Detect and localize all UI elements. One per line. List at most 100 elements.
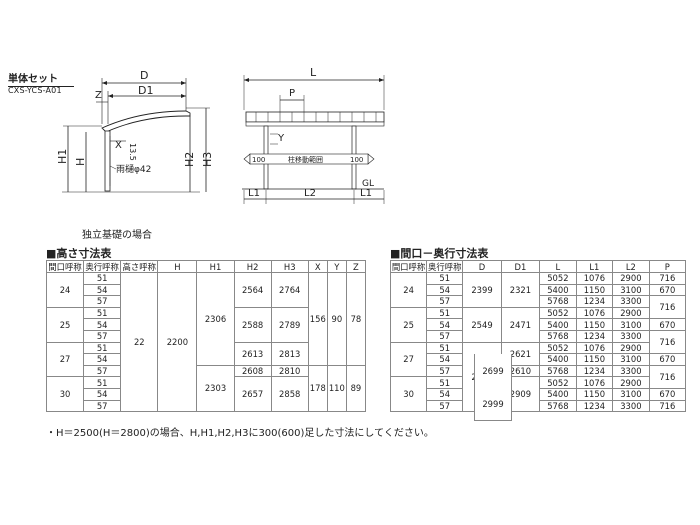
th-height-code: 高さ呼称 (120, 260, 159, 273)
cell-H2: 2564 (233, 272, 272, 308)
cell-L: 5400 (539, 318, 577, 331)
table-header: 間口呼称 奥行呼称 高さ呼称 H H1 H2 H3 X Y Z (45, 260, 367, 273)
cell-H2: 2608 (233, 364, 272, 378)
cell-L1: 1234 (575, 295, 614, 308)
cell-P: 670 (648, 353, 687, 366)
cell-L: 5400 (539, 283, 577, 297)
cell-L2: 2900 (612, 341, 650, 355)
th-frontage: 間口呼称 (389, 260, 428, 273)
cell-P: 716 (648, 329, 687, 355)
cell-L: 5768 (539, 399, 577, 413)
cell-L1: 1150 (575, 387, 614, 401)
cell-depth: 57 (83, 364, 122, 378)
cell-L2: 3100 (612, 283, 650, 297)
cell-L2: 2900 (612, 376, 650, 389)
table-row: 25 51 2549 2471 5052 1076 2900 (389, 306, 686, 343)
cell-L: 5768 (539, 329, 577, 343)
cell-L: 5052 (539, 306, 577, 320)
cell-P: 670 (648, 283, 687, 297)
cell-depth: 51 (426, 306, 464, 320)
cell-P: 716 (648, 399, 687, 413)
cell-frontage: 27 (389, 341, 428, 378)
cell-L1: 1234 (575, 364, 614, 378)
cell-depth: 51 (83, 272, 122, 285)
cell-D: 2399 (462, 272, 502, 308)
cell-P: 716 (648, 295, 687, 320)
cell-P: 716 (648, 272, 687, 285)
cell-P: 670 (648, 318, 687, 331)
th-P: P (648, 260, 687, 273)
cell-frontage: 25 (45, 306, 85, 343)
table-row: 30 51 2657 2858 (45, 376, 366, 413)
cell-D: 2549 (462, 306, 502, 343)
cell-D-27: 2699 (474, 354, 512, 388)
table-row: 54 5400 1150 3100 670 (391, 353, 687, 366)
cell-frontage: 24 (389, 272, 428, 308)
cell-H3: 2810 (270, 364, 309, 378)
th-H1: H1 (196, 260, 235, 273)
cell-height-code: 22 (120, 271, 159, 413)
table-row: 24 51 22 2200 2306 2564 2764 156 90 78 (45, 271, 367, 413)
cell-L1: 1150 (575, 283, 614, 297)
label-L1-left: L1 (248, 188, 260, 199)
cell-Z: 89 (345, 364, 367, 413)
range-right: 100 (350, 156, 363, 164)
cell-H3: 2813 (270, 341, 309, 366)
cell-depth: 54 (83, 318, 122, 331)
table-row: 54 5400 1150 3100 670 (391, 387, 687, 401)
height-table: 間口呼称 奥行呼称 高さ呼称 H H1 H2 H3 X Y Z 24 51 22… (45, 260, 367, 413)
cell-frontage: 27 (45, 341, 85, 378)
table-row: 57 5768 1234 3300 716 (391, 329, 687, 355)
label-H2: H2 (183, 152, 196, 167)
cell-frontage: 30 (45, 376, 85, 413)
range-center: 柱移動範囲 (288, 155, 323, 164)
cell-L: 5400 (539, 387, 577, 401)
th-H: H (157, 260, 198, 273)
cell-depth: 57 (83, 399, 122, 413)
cell-depth: 57 (426, 295, 464, 308)
th-D1: D1 (500, 260, 541, 273)
size-table-title: ■間口－奥行寸法表 (390, 247, 489, 260)
cell-Y: 110 (326, 364, 347, 413)
cell-frontage: 30 (389, 376, 428, 413)
th-depth: 奥行呼称 (426, 260, 464, 273)
cell-H2: 2657 (233, 376, 272, 413)
label-GL: GL (362, 179, 374, 189)
range-left: 100 (252, 156, 265, 164)
th-H2: H2 (233, 260, 272, 273)
table-row: 25 51 2588 2789 (45, 306, 366, 343)
cell-D1: 2321 (500, 272, 541, 308)
cell-H1: 2306 (196, 272, 235, 366)
label-L1-right: L1 (360, 188, 372, 199)
cell-L2: 3300 (612, 329, 650, 343)
cell-depth: 57 (83, 329, 122, 343)
front-view-diagram: L P Y 100 柱移動範囲 100 GL L1 L2 L1 (242, 66, 385, 204)
cell-depth: 51 (83, 341, 122, 355)
cell-L: 5768 (539, 295, 577, 308)
cell-L2: 2900 (612, 306, 650, 320)
cell-L2: 2900 (612, 272, 650, 285)
cell-L1: 1150 (575, 353, 614, 366)
cell-H2: 2613 (233, 341, 272, 366)
cell-L: 5052 (539, 376, 577, 389)
cell-L1: 1076 (575, 376, 614, 389)
cell-L1: 1076 (575, 272, 614, 285)
cell-L2: 3100 (612, 387, 650, 401)
table-row: 24 51 2399 2321 5052 1076 2900 716 (389, 272, 687, 308)
cell-L2: 3100 (612, 318, 650, 331)
cell-frontage: 25 (389, 306, 428, 343)
cell-depth: 51 (426, 376, 464, 389)
table-row: 57 5768 1234 3300 716 (391, 399, 687, 413)
cell-L1: 1076 (575, 306, 614, 320)
th-depth: 奥行呼称 (83, 260, 122, 273)
label-Y: Y (277, 133, 285, 144)
cell-depth: 54 (426, 387, 464, 401)
cell-H2: 2588 (233, 306, 272, 343)
cell-L1: 1076 (575, 341, 614, 355)
cell-L: 5400 (539, 353, 577, 366)
th-H3: H3 (270, 260, 309, 273)
cell-depth: 54 (83, 387, 122, 401)
cell-depth: 51 (426, 341, 464, 355)
th-Y: Y (326, 260, 347, 273)
label-Z: Z (95, 90, 102, 101)
